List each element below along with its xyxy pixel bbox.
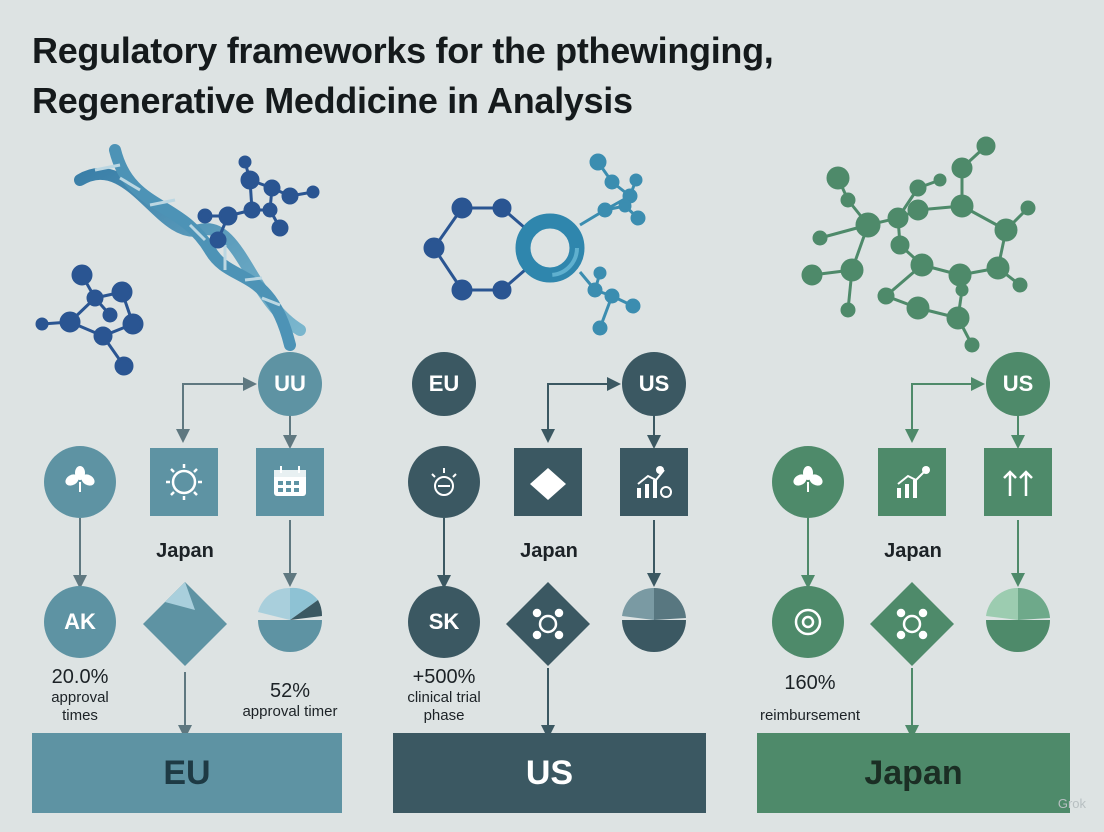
us-banner: US — [393, 733, 706, 813]
diamond-shape — [143, 582, 227, 666]
uu-node — [258, 352, 322, 416]
sun-icon-bg — [150, 448, 218, 516]
calendar-icon — [274, 466, 306, 496]
us-node-label: US — [1002, 371, 1034, 396]
sk-node-label: SK — [428, 609, 460, 634]
badge-icon — [431, 468, 457, 496]
sk-node — [408, 586, 480, 658]
pie-chart-icon — [986, 587, 1050, 652]
us-node — [622, 352, 686, 416]
up-arrows-icon — [1003, 470, 1033, 496]
stat-approval-timer: 52% approval timer — [210, 680, 370, 721]
molecule-icon — [197, 155, 320, 249]
up-arrows-icon-bg — [984, 448, 1052, 516]
japan-banner: Japan — [757, 733, 1070, 813]
ak-node-label: AK — [64, 609, 96, 634]
trend-chart-icon — [897, 466, 930, 498]
bar-chart-icon — [637, 466, 672, 498]
stat-caption: times — [62, 707, 98, 724]
network-molecule-icon — [801, 136, 1036, 353]
stat-caption: approval timer — [242, 703, 338, 720]
uu-node-label: UU — [274, 371, 306, 396]
eu-node — [412, 352, 476, 416]
sun-icon — [166, 464, 202, 500]
network-diamond-icon — [506, 582, 590, 666]
ring-molecule-icon — [423, 153, 646, 336]
pie-chart-icon — [258, 587, 323, 652]
leaf-icon — [793, 466, 823, 492]
stat-value: 52% — [269, 680, 311, 702]
eu-banner: EU — [32, 733, 342, 813]
us-node — [986, 352, 1050, 416]
stat-caption: approval — [51, 689, 109, 706]
diamond-icon — [530, 468, 566, 500]
stat-approval-times: 20.0% approval times — [0, 666, 160, 725]
title-line-1: Regulatory frameworks for the pthewingin… — [32, 30, 774, 71]
leaf-icon — [65, 466, 95, 492]
watermark: Grok — [1057, 796, 1086, 811]
trend-chart-icon-bg — [878, 448, 946, 516]
stat-caption: clinical trial — [407, 689, 481, 706]
stat-clinical-trial: +500% clinical trial phase — [364, 666, 524, 725]
japan-label: Japan — [884, 540, 942, 562]
ak-node — [44, 586, 116, 658]
eu-node-label: EU — [428, 371, 460, 396]
stat-caption: phase — [423, 707, 465, 724]
japan-label: Japan — [520, 540, 578, 562]
stat-reimbursement: 160% reimbursement — [730, 672, 890, 725]
pie-chart-icon — [622, 587, 686, 652]
dna-helix-icon — [74, 144, 306, 351]
network-diamond-icon — [870, 582, 954, 666]
target-icon-bg — [772, 586, 844, 658]
stat-value: +500% — [412, 666, 476, 688]
japan-flow-connectors — [801, 377, 1025, 739]
target-icon — [794, 608, 822, 636]
stat-value: 160% — [784, 672, 836, 694]
us-flow-connectors — [437, 377, 661, 739]
badge-icon-bg — [408, 446, 480, 518]
title-line-2: Regenerative Meddicine in Analysis — [32, 80, 633, 121]
stat-caption: reimbursement — [759, 707, 861, 724]
molecule-icon — [35, 264, 144, 376]
us-node-label: US — [638, 371, 670, 396]
eu-flow-connectors — [73, 377, 297, 739]
stat-value: 20.0% — [51, 666, 109, 688]
japan-label: Japan — [156, 540, 214, 562]
page-title: Regulatory frameworks for the pthewingin… — [32, 26, 1072, 126]
